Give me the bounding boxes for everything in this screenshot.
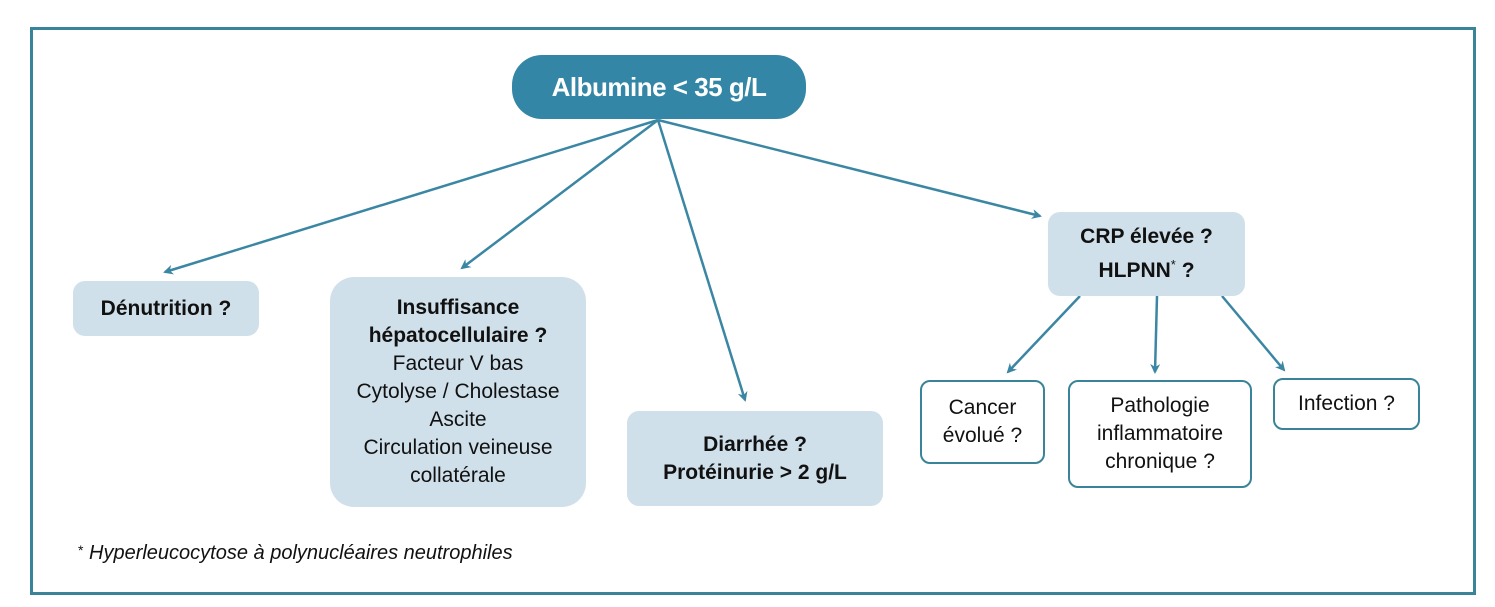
diarrhee-line1: Diarrhée ?: [703, 432, 807, 456]
crp-line2: HLPNN* ?: [1098, 251, 1194, 285]
insuffisance-detail: Circulation veineuse: [363, 436, 553, 459]
node-cancer-evolue: Cancer évolué ?: [920, 380, 1045, 464]
node-insuffisance-hepatocellulaire: Insuffisance hépatocellulaire ? Facteur …: [330, 277, 586, 507]
root-label: Albumine < 35 g/L: [551, 71, 767, 102]
cancer-line2: évolué ?: [942, 424, 1023, 447]
node-infection: Infection ?: [1273, 378, 1420, 430]
insuffisance-detail: collatérale: [410, 464, 506, 487]
crp-line1: CRP élevée ?: [1080, 225, 1213, 248]
insuffisance-detail: Ascite: [429, 408, 487, 431]
hlpnn-label: HLPNN: [1098, 259, 1171, 282]
node-crp-hlpnn: CRP élevée ? HLPNN* ?: [1048, 212, 1245, 296]
diarrhee-line2: Protéinurie > 2 g/L: [663, 460, 847, 484]
insuffisance-detail: Cytolyse / Cholestase: [356, 380, 560, 403]
pathologie-line2: inflammatoire: [1096, 422, 1224, 445]
node-denutrition: Dénutrition ?: [73, 281, 259, 336]
root-node-albumine: Albumine < 35 g/L: [512, 55, 806, 119]
footnote-marker: *: [1170, 257, 1176, 272]
diagram-frame: [30, 27, 1476, 595]
infection-label: Infection ?: [1298, 392, 1395, 415]
insuffisance-title-line1: Insuffisance: [396, 296, 520, 319]
node-pathologie-inflammatoire: Pathologie inflammatoire chronique ?: [1068, 380, 1252, 488]
footnote: * Hyperleucocytose à polynucléaires neut…: [78, 542, 513, 565]
pathologie-line1: Pathologie: [1110, 394, 1210, 417]
cancer-line1: Cancer: [948, 396, 1017, 419]
node-diarrhee-proteinurie: Diarrhée ? Protéinurie > 2 g/L: [627, 411, 883, 506]
crp-question: ?: [1175, 259, 1195, 282]
footnote-text: Hyperleucocytose à polynucléaires neutro…: [89, 542, 513, 564]
denutrition-label: Dénutrition ?: [100, 296, 232, 320]
footnote-star: *: [78, 542, 84, 558]
insuffisance-title-line2: hépatocellulaire ?: [368, 324, 548, 347]
insuffisance-detail: Facteur V bas: [392, 352, 524, 375]
pathologie-line3: chronique ?: [1105, 450, 1215, 473]
